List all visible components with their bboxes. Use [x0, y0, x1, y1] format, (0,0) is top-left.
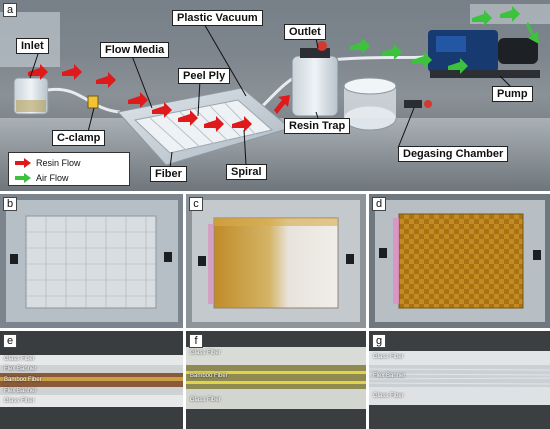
- legend-resin-flow: Resin Flow: [15, 156, 81, 170]
- callout-resin-trap: Resin Trap: [284, 118, 351, 134]
- callout-fiber: Fiber: [150, 166, 187, 182]
- callout-pump: Pump: [492, 86, 533, 102]
- panel-c-photo: [186, 194, 366, 328]
- g-layer-glass-fiber-top: Glass Fiber: [373, 354, 404, 360]
- panel-letter-e: e: [3, 334, 17, 348]
- panel-a-vari-setup: a Inlet Flow Media Plastic Vacuum Outlet…: [0, 0, 550, 191]
- green-arrow-icon: [15, 173, 31, 183]
- panel-letter-d: d: [372, 197, 386, 211]
- panel-f-photo: [186, 331, 366, 429]
- flow-legend: Resin Flow Air Flow: [8, 152, 130, 186]
- panel-b-photo: [0, 194, 183, 328]
- panel-letter-f: f: [189, 334, 203, 348]
- e-layer-bamboo-fiber: Bamboo Fiber: [4, 377, 42, 383]
- callout-c-clamp: C-clamp: [52, 130, 106, 146]
- callout-spiral: Spiral: [226, 164, 267, 180]
- e-layer-glass-fiber-top: Glass Fiber: [4, 356, 35, 362]
- panel-b-glass-fiber-plate: b: [0, 194, 183, 328]
- e-layer-glass-fiber-bottom: Glass Fiber: [4, 398, 35, 404]
- legend-resin-flow-label: Resin Flow: [36, 158, 81, 168]
- panel-letter-a: a: [3, 3, 17, 17]
- resin-flow-arrows: [28, 64, 290, 132]
- panel-a-photo: [0, 0, 550, 191]
- panel-g-photo: [369, 331, 550, 429]
- panel-g-cross-section: g Glass Fiber Flex Banner Glass Fiber: [369, 331, 550, 429]
- e-layer-flex-banner-top: Flex Banner: [4, 366, 37, 372]
- callout-inlet: Inlet: [16, 38, 49, 54]
- panel-c-partial-infusion: c: [186, 194, 366, 328]
- panel-d-photo: [369, 194, 550, 328]
- g-layer-glass-fiber-bottom: Glass Fiber: [373, 393, 404, 399]
- panel-f-cross-section: f Glass Fiber Bamboo Fiber Glass Fiber: [186, 331, 366, 429]
- callout-outlet: Outlet: [284, 24, 326, 40]
- f-layer-glass-fiber-bottom: Glass Fiber: [190, 397, 221, 403]
- callout-flow-media: Flow Media: [100, 42, 170, 58]
- callout-plastic-vacuum: Plastic Vacuum: [172, 10, 263, 26]
- panel-e-cross-section: e Glass Fiber Flex Banner Bamboo Fiber F…: [0, 331, 183, 429]
- callout-degasing-chamber: Degasing Chamber: [398, 146, 509, 162]
- f-layer-glass-fiber-top: Glass Fiber: [190, 350, 221, 356]
- f-layer-bamboo-fiber: Bamboo Fiber: [190, 373, 228, 379]
- panel-letter-g: g: [372, 334, 386, 348]
- panel-d-full-infusion: d: [369, 194, 550, 328]
- callout-peel-ply: Peel Ply: [178, 68, 231, 84]
- g-layer-flex-banner: Flex Banner: [373, 373, 406, 379]
- air-flow-arrows: [350, 6, 539, 74]
- legend-air-flow: Air Flow: [15, 171, 69, 185]
- panel-letter-b: b: [3, 197, 17, 211]
- legend-air-flow-label: Air Flow: [36, 173, 69, 183]
- e-layer-flex-banner-bottom: Flex Banner: [4, 388, 37, 394]
- panel-e-photo: [0, 331, 183, 429]
- red-arrow-icon: [15, 158, 31, 168]
- panel-letter-c: c: [189, 197, 203, 211]
